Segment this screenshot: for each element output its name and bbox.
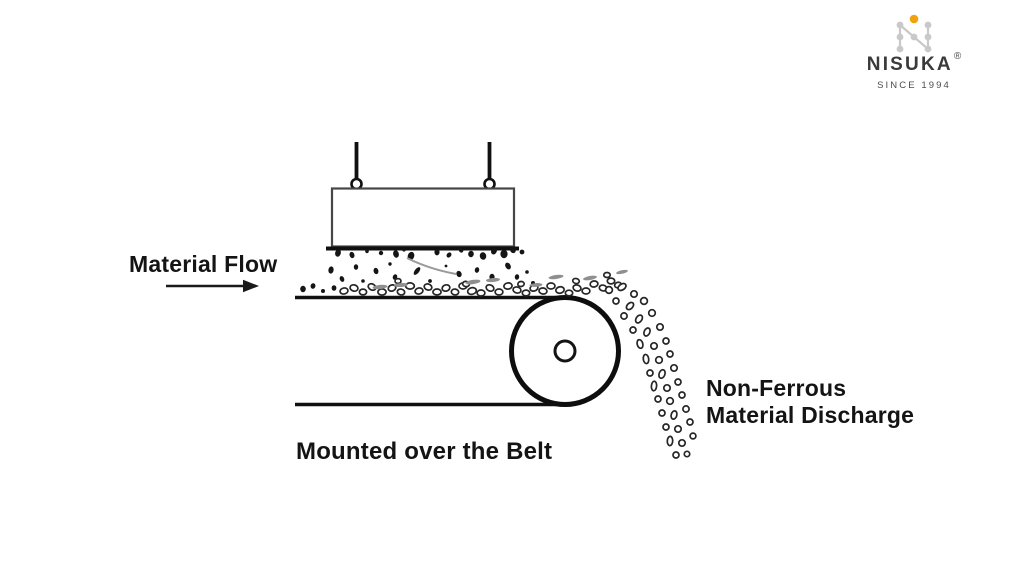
- non-ferrous-discharge-label: Non-Ferrous Material Discharge: [706, 375, 914, 429]
- brand-name: NISUKA: [866, 54, 953, 75]
- dust-wisp: [406, 257, 457, 275]
- mounted-over-belt-label: Mounted over the Belt: [296, 438, 553, 465]
- magnet-box: [330, 187, 516, 248]
- non-ferrous-discharge-stream: [604, 282, 697, 459]
- pulley-hub: [553, 339, 577, 363]
- nisuka-logo: NISUKA ® SINCE 1994: [852, 13, 976, 91]
- grey-chip-particles: [372, 269, 628, 290]
- brand-tagline: SINCE 1994: [877, 80, 951, 91]
- nisuka-logo-mark-icon: [896, 14, 932, 53]
- non-ferrous-particles-on-belt: [339, 271, 623, 297]
- ferrous-particles: [300, 246, 535, 293]
- logo-orange-dot: [909, 14, 919, 24]
- discharge-label-line1: Non-Ferrous: [706, 375, 847, 401]
- material-flow-arrow: [166, 279, 259, 293]
- material-flow-label: Material Flow: [129, 251, 278, 277]
- magnet-suspension: [350, 142, 496, 191]
- registered-trademark: ®: [953, 51, 962, 62]
- discharge-label-line2: Material Discharge: [706, 402, 915, 428]
